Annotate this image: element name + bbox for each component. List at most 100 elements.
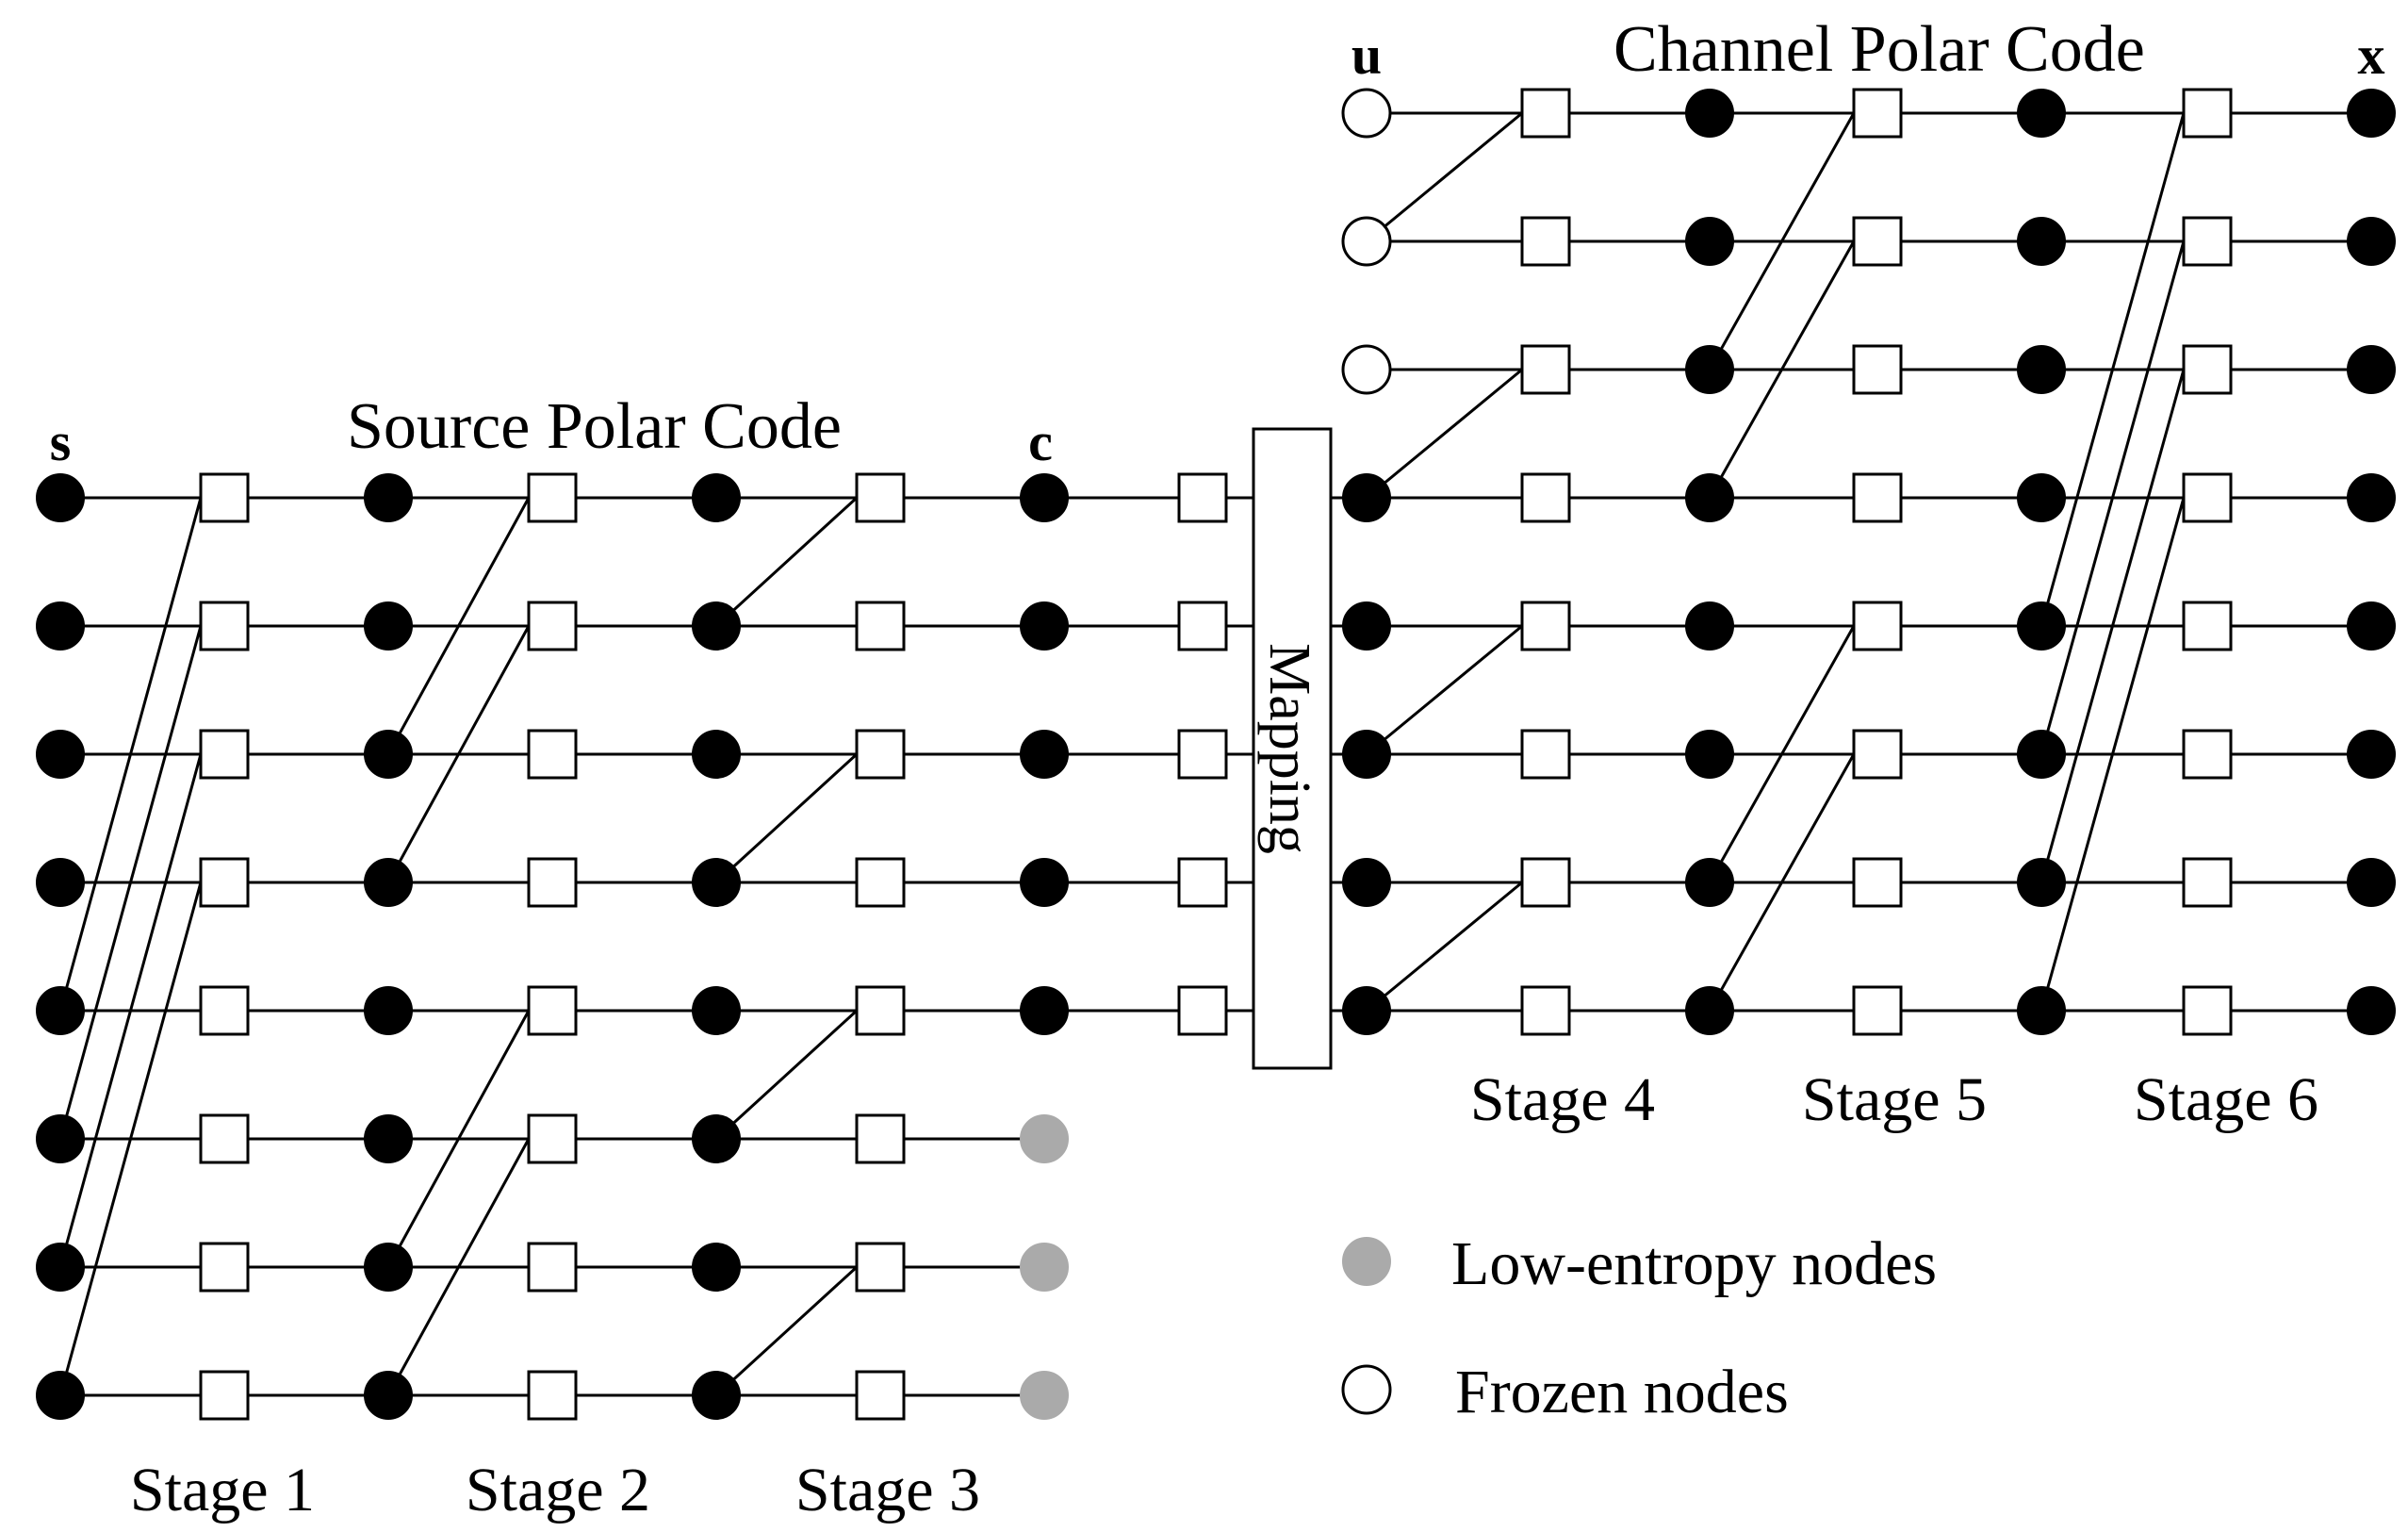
frozen-node: [1341, 344, 1392, 395]
source-node: [692, 730, 741, 779]
source-stage-3-box: [855, 729, 906, 780]
channel-stage-4-box: [1520, 729, 1571, 780]
source-node: [364, 1114, 413, 1163]
nodes-layer: [36, 88, 2396, 1420]
source-cross-wire: [714, 752, 859, 884]
source-input-node: [36, 473, 85, 522]
source-node: [364, 473, 413, 522]
source-stage-3-box: [855, 1370, 906, 1421]
source-cross-wire: [714, 1009, 859, 1141]
channel-stage-5-box: [1852, 344, 1903, 395]
channel-cross-wire: [2039, 369, 2186, 883]
source-node: [364, 986, 413, 1035]
source-node: [692, 1243, 741, 1292]
source-cross-wire: [58, 753, 203, 1268]
channel-cross-wire: [1708, 753, 1856, 1012]
channel-node: [2017, 730, 2066, 779]
source-stage-2-box: [527, 985, 578, 1036]
source-stage-3-box: [855, 601, 906, 651]
channel-stage-4-box: [1520, 472, 1571, 523]
source-stage-1-box: [199, 1113, 250, 1164]
channel-stage-5-box: [1852, 729, 1903, 780]
channel-stage-4-box: [1520, 216, 1571, 267]
source-stage-1-box: [199, 985, 250, 1036]
channel-input-node: [1342, 473, 1391, 522]
source-stage-3-box: [855, 1113, 906, 1164]
source-stage-3-box: [855, 472, 906, 523]
channel-stage-6-box: [2182, 729, 2233, 780]
channel-output-node: [2347, 858, 2396, 907]
source-stage-2-box: [527, 1113, 578, 1164]
source-cross-wire: [58, 497, 203, 1012]
channel-node: [1685, 858, 1734, 907]
channel-stage-5-box: [1852, 472, 1903, 523]
channel-stage-4-box: [1520, 88, 1571, 139]
source-output-node: [1020, 473, 1069, 522]
channel-stage-4-box: [1520, 601, 1571, 651]
source-node: [692, 601, 741, 651]
channel-cross-wire: [2039, 497, 2186, 1012]
channel-node: [2017, 217, 2066, 266]
channel-output-node: [2347, 730, 2396, 779]
channel-code-title: Channel Polar Code: [1614, 13, 2145, 86]
source-output-node: [1020, 730, 1069, 779]
source-cross-wire: [58, 625, 203, 1140]
source-input-node: [36, 986, 85, 1035]
channel-input-node: [1342, 601, 1391, 651]
legend-low-entropy-label: Low-entropy nodes: [1451, 1229, 1937, 1298]
channel-cross-wire: [1708, 240, 1856, 499]
var-label-c: c: [1028, 411, 1053, 472]
source-cross-wire: [58, 881, 203, 1396]
source-stage-3-box: [855, 1242, 906, 1293]
source-stage-1-box: [199, 601, 250, 651]
source-cross-wire: [386, 497, 531, 755]
channel-cross-wire: [1366, 881, 1523, 1013]
channel-output-node: [2347, 217, 2396, 266]
source-node: [364, 601, 413, 651]
stage-1-label: Stage 1: [130, 1456, 315, 1524]
channel-output-node: [2347, 986, 2396, 1035]
channel-node: [2017, 986, 2066, 1035]
channel-stage-4-box: [1520, 344, 1571, 395]
channel-node: [2017, 345, 2066, 394]
channel-node: [1685, 217, 1734, 266]
var-label-s: s: [50, 411, 72, 472]
channel-stage-6-box: [2182, 857, 2233, 908]
channel-stage-5-box: [1852, 857, 1903, 908]
source-stage-2-box: [527, 729, 578, 780]
boxes-layer: [199, 88, 2233, 1421]
source-stage-1-box: [199, 857, 250, 908]
low-entropy-node: [1020, 1114, 1069, 1163]
source-stage-1-box: [199, 729, 250, 780]
source-node: [692, 986, 741, 1035]
low-entropy-node: [1020, 1371, 1069, 1420]
source-input-node: [36, 730, 85, 779]
channel-node: [1685, 345, 1734, 394]
channel-stage-6-box: [2182, 216, 2233, 267]
source-node: [692, 1371, 741, 1420]
source-output-node: [1020, 601, 1069, 651]
source-cross-wire: [386, 1010, 531, 1268]
channel-stage-5-box: [1852, 601, 1903, 651]
source-code-title: Source Polar Code: [347, 390, 842, 463]
channel-stage-5-box: [1852, 985, 1903, 1036]
source-cross-wire: [714, 496, 859, 628]
pre-mapping-box: [1177, 729, 1228, 780]
source-stage-1-box: [199, 1370, 250, 1421]
source-stage-2-box: [527, 601, 578, 651]
source-node: [692, 473, 741, 522]
var-label-x: x: [2358, 25, 2385, 86]
channel-stage-6-box: [2182, 985, 2233, 1036]
channel-output-node: [2347, 345, 2396, 394]
channel-output-node: [2347, 89, 2396, 138]
source-output-node: [1020, 858, 1069, 907]
pre-mapping-box: [1177, 857, 1228, 908]
channel-cross-wire: [1708, 112, 1856, 371]
source-input-node: [36, 601, 85, 651]
channel-node: [2017, 473, 2066, 522]
legend-frozen-swatch: [1341, 1364, 1392, 1415]
low-entropy-node: [1020, 1243, 1069, 1292]
source-node: [364, 1371, 413, 1420]
channel-node: [1685, 473, 1734, 522]
